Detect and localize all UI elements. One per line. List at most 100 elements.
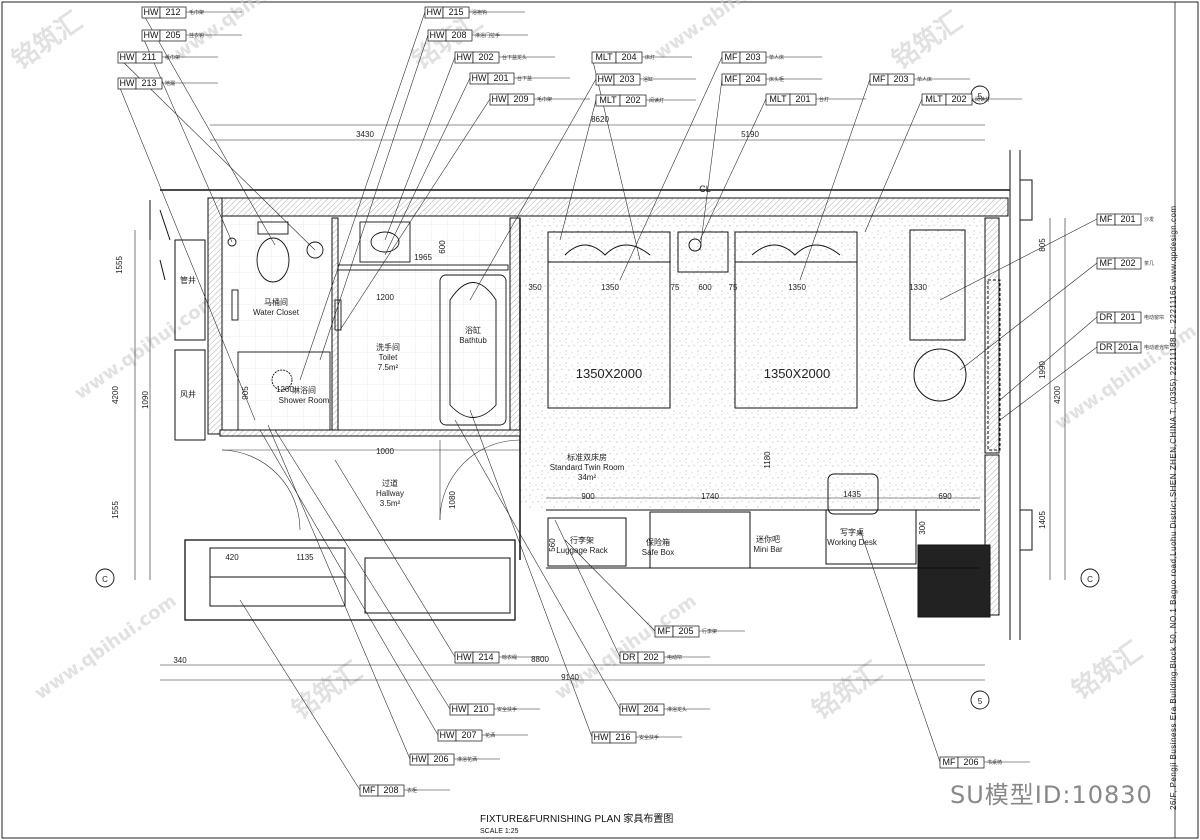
- tag-note: 花洒: [485, 732, 495, 739]
- tag-code: HW: [472, 73, 487, 83]
- tag-note: 安全扶手: [639, 734, 659, 741]
- tag-number: 202: [1120, 258, 1135, 268]
- leader-line: [267, 424, 411, 760]
- tag-code: HW: [492, 94, 507, 104]
- tag-note: 台下盆: [517, 75, 532, 82]
- leader-line: [141, 34, 233, 243]
- leader-line: [319, 34, 429, 361]
- dimension-text: 1555: [115, 256, 124, 274]
- dimension-text: 1740: [701, 492, 719, 501]
- tag-code: MF: [943, 757, 956, 767]
- watermark-text: 铭筑汇: [6, 6, 88, 76]
- tag-note: 浴袍钩: [472, 9, 487, 16]
- room-name-cn: 保险箱: [646, 537, 670, 547]
- room-name-cn: 行李架: [570, 535, 594, 545]
- tag-number: 215: [448, 7, 463, 17]
- leader-line: [299, 11, 426, 381]
- leader-line: [999, 346, 1098, 421]
- dimension-text: 8800: [531, 655, 549, 664]
- tag-note: 阅读灯: [649, 97, 664, 104]
- room-name-en: Working Desk: [827, 538, 878, 547]
- leader-line: [334, 459, 456, 658]
- tag-code: HW: [452, 704, 467, 714]
- dimension-text: 1350: [788, 283, 806, 292]
- tag-note: 安全扶手: [497, 706, 517, 713]
- tag-code: MF: [725, 52, 738, 62]
- room-name-cn: 管井: [180, 275, 196, 285]
- centerline-marker: CL: [699, 184, 711, 194]
- leader-line: [469, 409, 593, 738]
- drawing-title: FIXTURE&FURNISHING PLAN 家具布置图: [480, 814, 674, 825]
- hallway-lines: [221, 439, 521, 531]
- tag-number: 206: [963, 757, 978, 767]
- room-area: 3.5m²: [380, 499, 401, 508]
- tag-code: MLT: [925, 94, 943, 104]
- leader-line: [554, 519, 621, 658]
- leader-line: [999, 316, 1098, 401]
- tag-note: 行李架: [702, 628, 717, 635]
- leader-line: [591, 56, 641, 261]
- tag-number: 203: [745, 52, 760, 62]
- dimension-text: 1000: [376, 447, 394, 456]
- tag-note: 衣柜: [407, 787, 417, 794]
- room-name-cn: 洗手间: [376, 342, 400, 352]
- tag-code: MLT: [769, 94, 787, 104]
- tag-note: 地漏: [165, 80, 175, 87]
- desk-chair: [827, 473, 879, 515]
- leader-line: [559, 99, 597, 241]
- leader-line: [117, 82, 256, 421]
- tag-note: 电动遮光帘: [1144, 344, 1169, 351]
- tag-code: HW: [598, 74, 613, 84]
- tag-note: 台下盆龙头: [502, 54, 527, 61]
- tag-number: 213: [141, 78, 156, 88]
- tag-number: 208: [383, 785, 398, 795]
- bedroom-furniture: [546, 229, 1001, 618]
- tag-note: 茶几: [1144, 260, 1154, 267]
- dimension-text: 5190: [741, 130, 759, 139]
- room-name-en: Luggage Rack: [556, 546, 609, 555]
- dimension-text: 1200: [276, 385, 294, 394]
- watermark-text: 铭筑汇: [806, 656, 888, 726]
- leader-line: [259, 429, 439, 736]
- room-name-cn: 标准双床房: [567, 452, 607, 462]
- room-name-en: Safe Box: [642, 548, 674, 557]
- leader-line: [469, 78, 597, 301]
- leader-line: [864, 98, 923, 233]
- tag-number: 202: [478, 52, 493, 62]
- tag-code: MF: [873, 74, 886, 84]
- tag-number: 202: [951, 94, 966, 104]
- dimension-text: 1990: [1038, 361, 1047, 379]
- tag-number: 214: [478, 652, 493, 662]
- tag-number: 201: [493, 73, 508, 83]
- dimension-text: 75: [671, 283, 680, 292]
- leader-line: [384, 77, 471, 256]
- tag-note: 淋浴花洒: [457, 756, 477, 763]
- dimension-text: 4200: [1053, 386, 1062, 404]
- tag-number: 204: [643, 704, 658, 714]
- tag-code: HW: [412, 754, 427, 764]
- leader-line: [799, 78, 871, 281]
- dimension-text: 1405: [1038, 511, 1047, 529]
- leader-line: [239, 599, 361, 791]
- tag-note: 单人床: [917, 76, 932, 83]
- watermark-text: 铭筑汇: [886, 6, 968, 76]
- drawing-scale: SCALE 1:25: [480, 828, 519, 835]
- axis-label: 5: [978, 697, 983, 706]
- tag-number: 205: [678, 626, 693, 636]
- tag-number: 212: [165, 7, 180, 17]
- tag-number: 203: [893, 74, 908, 84]
- tag-code: DR: [623, 652, 636, 662]
- luggage-rack: [547, 517, 627, 567]
